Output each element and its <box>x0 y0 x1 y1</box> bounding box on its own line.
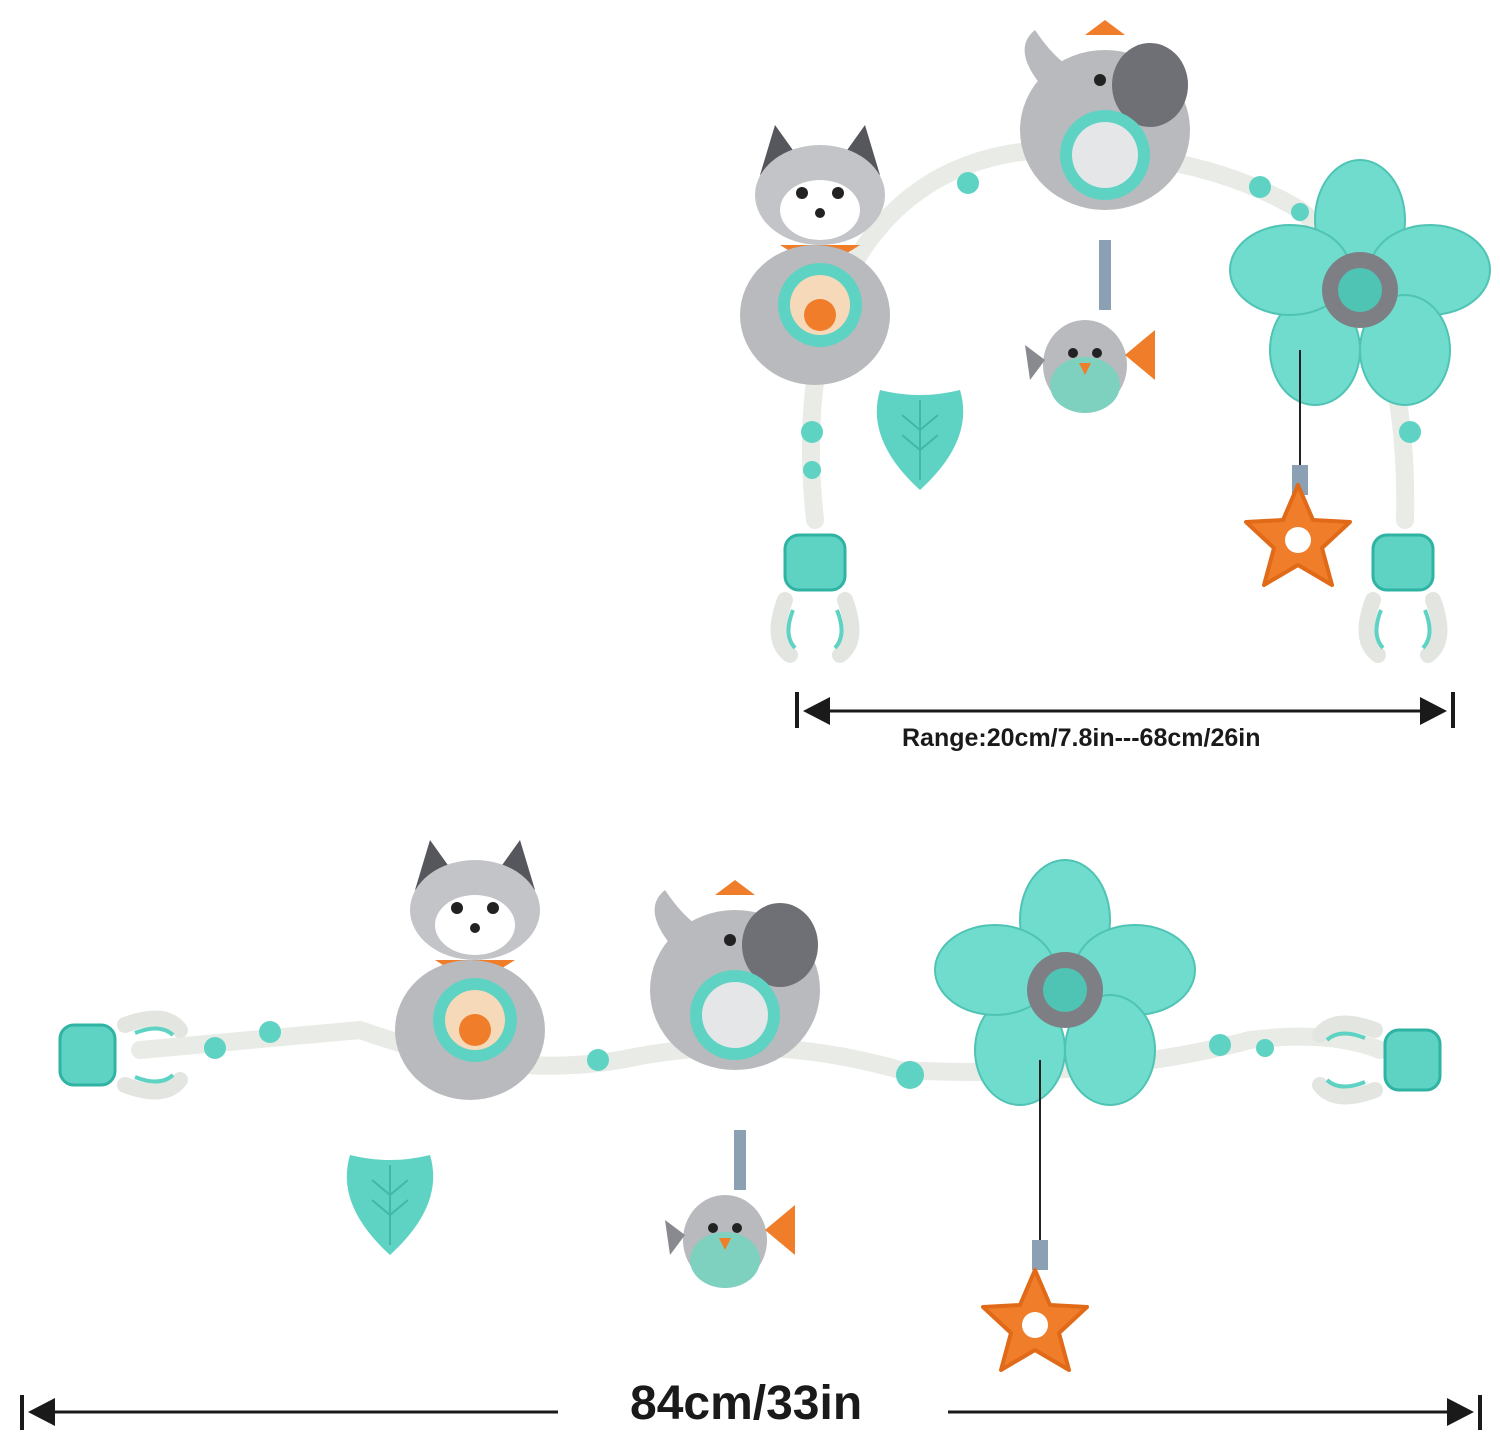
range-label: Range:20cm/7.8in---68cm/26in <box>902 724 1261 752</box>
range-dimension-arrow <box>795 692 1455 728</box>
length-label: 84cm/33in <box>630 1377 863 1430</box>
folded-toy-arch <box>740 20 1491 655</box>
length-dimension-arrow <box>20 1395 1482 1430</box>
extended-toy-bar <box>60 840 1440 1372</box>
